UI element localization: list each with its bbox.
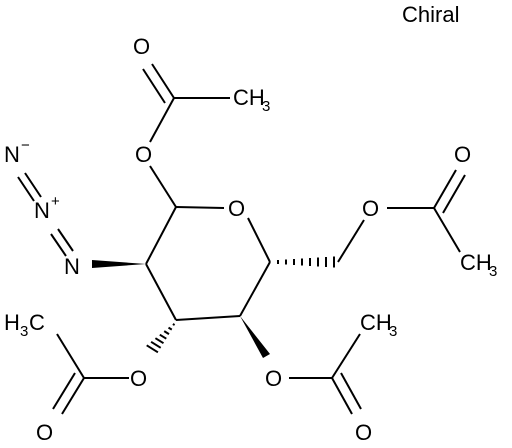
atom-o1-ester: O [135, 142, 152, 167]
hash-line [167, 326, 173, 331]
atom-c1-methyl: CH [233, 85, 265, 110]
atom-c3-methyl-c: C [29, 310, 45, 335]
hash-line [163, 330, 170, 335]
bond-c3acyl-carbonyl-b [52, 372, 76, 410]
bond-c6acyl-carbonyl-b [442, 174, 466, 214]
atom-c6-methyl: CH [460, 250, 492, 275]
atom-c4-methyl-subscript: 3 [389, 323, 397, 340]
hashed-wedge-c3-o3 [146, 323, 176, 354]
atom-n-middle: N [34, 198, 50, 223]
bond-c1-o-ring [175, 206, 225, 209]
bond-o-ring-c5 [247, 217, 271, 263]
hash-line [159, 333, 167, 340]
atom-o4-carbonyl: O [355, 420, 372, 445]
bond-c4acyl-carbonyl-b [340, 372, 362, 410]
bond-c2-c1 [145, 206, 177, 265]
hash-line [154, 337, 165, 345]
bond-o1-c1acyl [149, 97, 175, 143]
bond-c6-o6 [337, 219, 365, 263]
hashed-wedge-c5-c6 [277, 256, 335, 268]
bond-c4-c3 [175, 315, 241, 321]
bond-c1-o1 [149, 165, 177, 208]
hash-line [150, 340, 162, 349]
atom-n-attached: N [64, 254, 80, 279]
bond-c3-c2 [145, 263, 177, 321]
bond-c3acyl-methyl [56, 333, 85, 379]
bond-c6acyl-carbonyl-a [433, 169, 457, 209]
bond-n-n-triple-a [24, 172, 42, 198]
atom-o6-carbonyl: O [454, 142, 471, 167]
atom-n-middle-charge: + [51, 193, 60, 210]
bond-c3acyl-carbonyl-a [61, 377, 85, 415]
atom-c3-methyl-h: H [4, 310, 20, 335]
bond-c1acyl-carbonyl-b [142, 68, 166, 104]
solid-wedge-c2-n [92, 260, 146, 268]
atom-n-terminal: N [4, 142, 20, 167]
bond-c4acyl-methyl [331, 333, 361, 379]
solid-wedge-c4-o4 [240, 316, 270, 358]
atom-c4-methyl: CH [360, 310, 392, 335]
atom-c1-methyl-subscript: 3 [262, 98, 270, 115]
atom-o1-carbonyl: O [133, 34, 150, 59]
atom-o3-ester: O [130, 366, 147, 391]
atom-o4-ester: O [265, 366, 282, 391]
hash-line [172, 323, 176, 326]
bond-c5-c4 [239, 261, 271, 317]
atom-c6-methyl-subscript: 3 [489, 263, 497, 280]
atom-o6-ester: O [362, 196, 379, 221]
atom-n-terminal-charge: − [21, 137, 30, 154]
atom-c3-methyl-subscript: 3 [20, 323, 28, 340]
bond-n-n-double-a [57, 228, 74, 252]
atom-o3-carbonyl: O [36, 420, 53, 445]
bond-c4acyl-carbonyl-a [331, 377, 353, 415]
bond-c1acyl-carbonyl-a [151, 63, 175, 99]
atom-o-ring: O [228, 196, 245, 221]
hash-line [146, 344, 159, 354]
chiral-label: Chiral [402, 2, 459, 27]
bond-n-n-triple-b [17, 176, 35, 202]
bond-n-n-double-b [50, 233, 67, 257]
bond-c6acyl-methyl [433, 207, 461, 253]
